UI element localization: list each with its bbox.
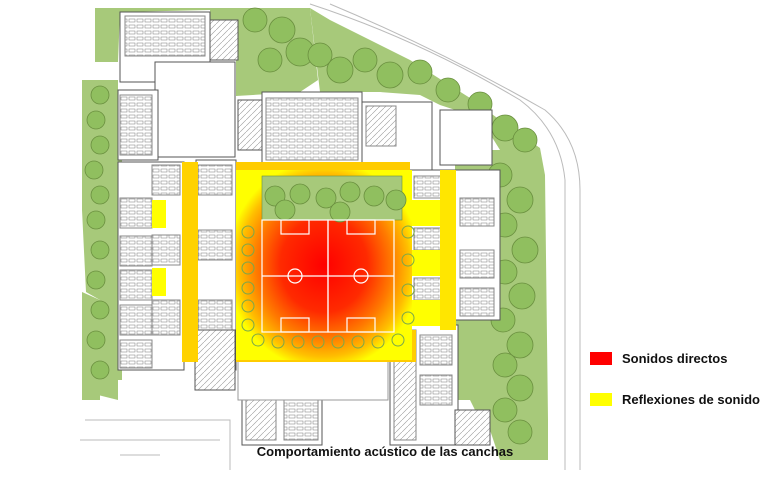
tree-icon [512, 127, 538, 153]
court-side-marker [391, 333, 405, 347]
court-side-marker [401, 253, 415, 267]
court-side-marker [401, 311, 415, 325]
tree-icon [86, 330, 106, 350]
court-side-marker [371, 335, 385, 349]
tree-icon [492, 397, 518, 423]
tree-icon [90, 85, 110, 105]
tree-icon [407, 59, 433, 85]
court-side-marker [291, 335, 305, 349]
tree-icon [511, 236, 539, 264]
tree-icon [376, 61, 404, 89]
tree-icon [90, 300, 110, 320]
tree-icon [90, 360, 110, 380]
soccer-courts [261, 219, 395, 333]
courtyard-top [154, 61, 236, 158]
legend-label-direct: Sonidos directos [622, 351, 728, 366]
court-side-marker [331, 335, 345, 349]
court-side-marker [311, 335, 325, 349]
tree-icon [506, 374, 534, 402]
tree-icon [339, 181, 361, 203]
tree-icon [435, 77, 461, 103]
tree-icon [315, 187, 337, 209]
court-side-marker [241, 261, 255, 275]
tree-icon [274, 199, 296, 221]
court-side-marker [241, 299, 255, 313]
tree-icon [84, 160, 104, 180]
building-bottom-left [194, 329, 236, 391]
court-side-marker [241, 243, 255, 257]
tree-icon [326, 56, 354, 84]
reflection-zone-left-strip [182, 162, 198, 362]
tree-icon [507, 419, 533, 445]
tree-icon [289, 183, 311, 205]
figure-caption: Comportamiento acústico de las canchas [256, 444, 514, 459]
tree-icon [90, 185, 110, 205]
tree-icon [508, 282, 536, 310]
building-top-center [209, 19, 239, 61]
tree-icon [506, 331, 534, 359]
court-side-marker [401, 225, 415, 239]
tree-icon [90, 240, 110, 260]
building-stairs [237, 99, 263, 151]
tree-icon [492, 352, 518, 378]
tree-icon [86, 270, 106, 290]
tree-icon [329, 201, 351, 223]
court-side-marker [251, 333, 265, 347]
tree-icon [352, 47, 378, 73]
tree-icon [90, 135, 110, 155]
court-side-markers [241, 225, 415, 349]
tree-icon [86, 110, 106, 130]
plaza-bottom [237, 359, 389, 401]
buildings [117, 11, 501, 446]
court-side-marker [241, 318, 255, 332]
tree-icon [307, 42, 333, 68]
court-trees [264, 181, 407, 223]
court-side-marker [401, 283, 415, 297]
legend-item-direct-sound: Sonidos directos [590, 351, 727, 366]
site-lines [80, 3, 581, 470]
legend-swatch-yellow [590, 393, 612, 406]
court-side-marker [351, 335, 365, 349]
court-side-marker [271, 335, 285, 349]
court-side-marker [241, 225, 255, 239]
tree-icon [268, 16, 296, 44]
legend-label-reflections: Reflexiones de sonido [622, 392, 760, 407]
legend-swatch-red [590, 352, 612, 365]
building-right-top [439, 109, 493, 166]
tree-icon [363, 185, 385, 207]
tree-icon [385, 189, 407, 211]
tree-icon [257, 47, 283, 73]
reflection-zone-right-strip [440, 170, 456, 330]
tree-icon [506, 186, 534, 214]
green-area-left [82, 80, 118, 400]
court-side-marker [241, 281, 255, 295]
tree-icon [86, 210, 106, 230]
legend-item-sound-reflections: Reflexiones de sonido [590, 392, 760, 407]
tree-icon [242, 7, 268, 33]
